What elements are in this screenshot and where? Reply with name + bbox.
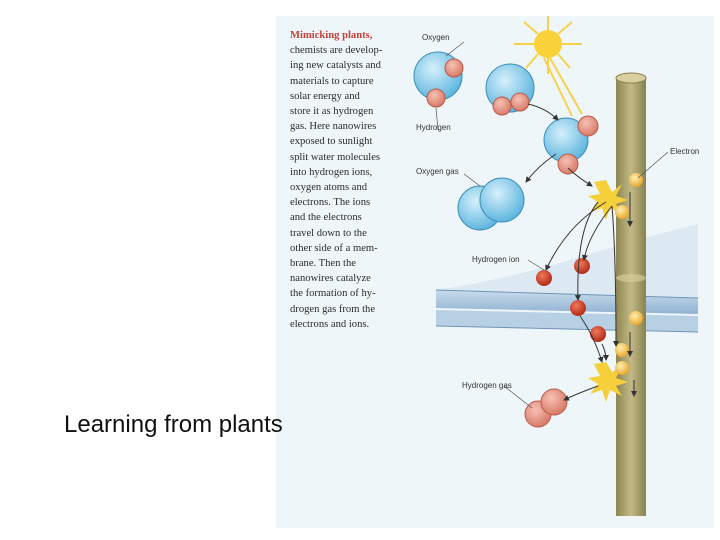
- oxygen-gas-molecule: [457, 177, 525, 231]
- water-molecule-1: [413, 51, 464, 108]
- water-molecule-2: [485, 63, 535, 116]
- label-oxygen: Oxygen: [422, 33, 450, 42]
- label-hydrogen: Hydrogen: [416, 123, 451, 132]
- nanowire: [615, 72, 647, 516]
- figure-caption: Mimicking plants, chemists are develop- …: [290, 28, 408, 332]
- slide-title: Learning from plants: [64, 411, 283, 438]
- reaction-arrows: [525, 103, 637, 401]
- label-hydrogen-gas: Hydrogen gas: [462, 381, 512, 390]
- label-oxygen-gas: Oxygen gas: [416, 167, 459, 176]
- water-molecule-3: [543, 115, 599, 175]
- caption-lead: Mimicking plants,: [290, 30, 373, 41]
- hydrogen-ions: [536, 258, 606, 342]
- hydrogen-gas-molecule: [524, 388, 568, 428]
- sun-icon: [514, 16, 583, 117]
- caption-body: chemists are develop- ing new catalysts …: [290, 45, 383, 330]
- photosynthesis-diagram: Oxygen Hydrogen Oxygen gas Electron Hydr…: [413, 16, 699, 516]
- diagram-figure: Mimicking plants, chemists are develop- …: [276, 16, 714, 528]
- label-electron: Electron: [670, 147, 699, 156]
- membrane: [435, 224, 699, 333]
- label-hydrogen-ion: Hydrogen ion: [472, 255, 520, 264]
